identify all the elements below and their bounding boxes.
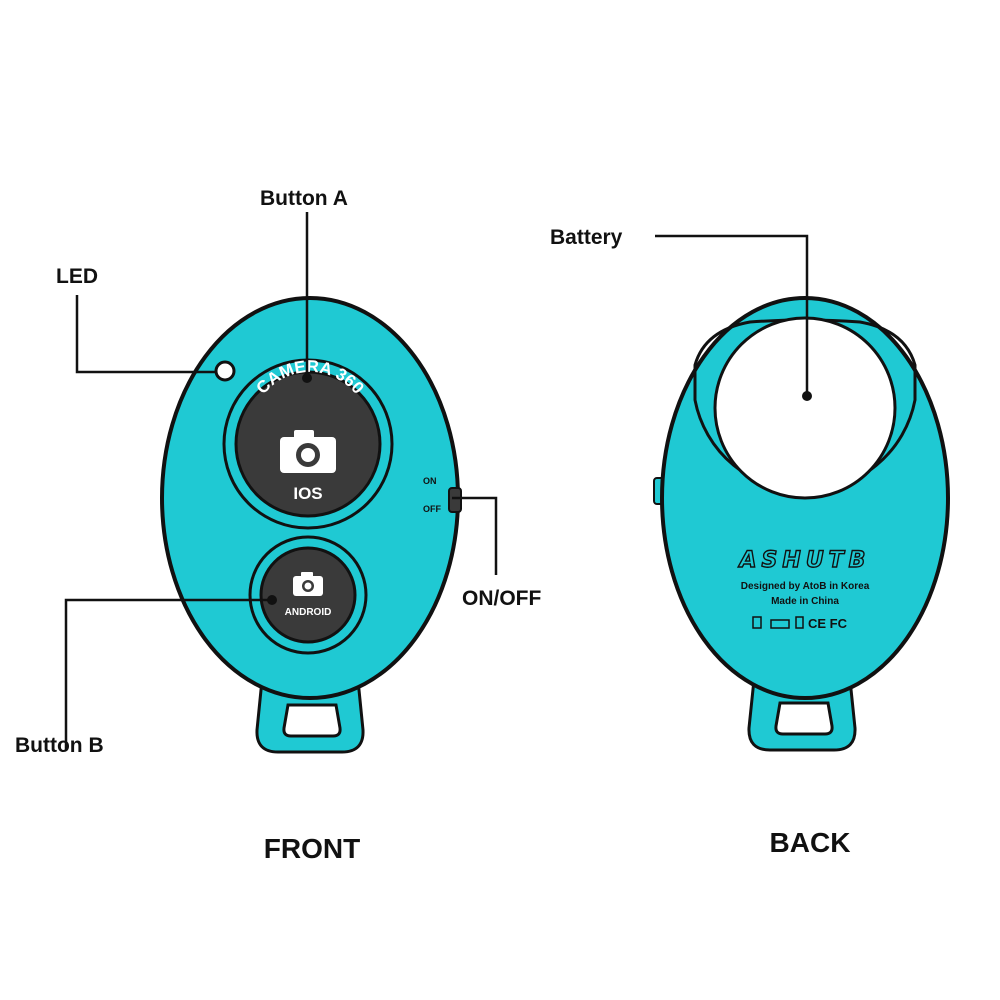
caption-front: FRONT — [264, 833, 360, 864]
battery-callout-dot — [802, 391, 812, 401]
back-callout-lines — [655, 234, 809, 393]
button-b-callout-dot — [267, 595, 277, 605]
made-text: Made in China — [771, 596, 839, 607]
caption-back: BACK — [770, 827, 851, 858]
switch-off-label: OFF — [423, 504, 441, 514]
label-on-off: ON/OFF — [462, 587, 541, 610]
led-light — [214, 360, 236, 382]
label-led: LED — [56, 265, 98, 288]
back-device: ASHUTB Designed by AtoB in Korea Made in… — [653, 296, 950, 752]
camera-icon — [293, 572, 323, 596]
front-callout-lines — [64, 212, 498, 750]
certification-icons: CE FC — [752, 616, 848, 631]
back-lanyard-hole — [774, 701, 834, 736]
switch-on-label: ON — [423, 476, 437, 486]
power-switch[interactable] — [448, 487, 462, 513]
front-device: ON OFF CAMERA 360 IOS ANDROID — [160, 296, 462, 754]
label-button-b: Button B — [15, 734, 104, 757]
camera-icon — [280, 430, 336, 473]
front-lanyard-hole — [282, 703, 342, 738]
ce-fc-marks: CE FC — [808, 616, 848, 631]
label-battery: Battery — [550, 226, 623, 249]
designed-text: Designed by AtoB in Korea — [741, 581, 870, 592]
brand-logo: ASHUTB — [738, 548, 871, 573]
button-a-callout-dot — [302, 373, 312, 383]
button-a-ios-text: IOS — [293, 484, 322, 503]
label-button-a: Button A — [260, 187, 348, 210]
battery-compartment[interactable] — [713, 316, 897, 500]
button-b-android-text: ANDROID — [285, 607, 332, 618]
